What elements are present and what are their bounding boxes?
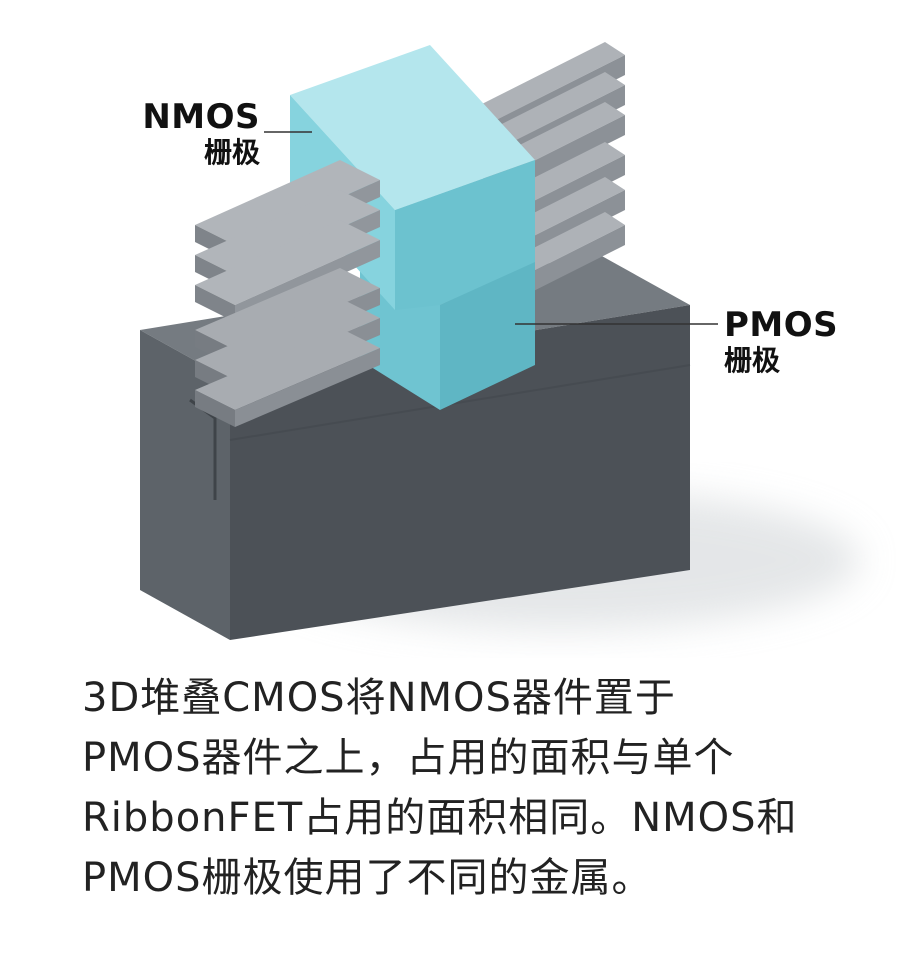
caption: 3D堆叠CMOS将NMOS器件置于 PMOS器件之上，占用的面积与单个 Ribb… xyxy=(82,668,842,908)
front-ribbon-stack-upper xyxy=(195,160,380,322)
caption-line-4: PMOS栅极使用了不同的金属。 xyxy=(82,855,653,901)
nmos-gate-top xyxy=(290,45,535,210)
pmos-label-sub: 栅极 xyxy=(724,344,781,378)
substrate-right xyxy=(230,305,690,640)
substrate-step xyxy=(229,364,691,441)
stacked-cmos-illustration xyxy=(140,42,860,640)
nmos-label-name: NMOS xyxy=(142,97,260,137)
nmos-gate-label: NMOS 栅极 xyxy=(138,97,260,170)
nmos-gate-side xyxy=(395,160,535,310)
pmos-gate-label: PMOS 栅极 xyxy=(724,305,854,378)
pmos-label-name: PMOS xyxy=(724,305,839,345)
caption-line-1: 3D堆叠CMOS将NMOS器件置于 xyxy=(82,675,676,721)
caption-line-3: RibbonFET占用的面积相同。NMOS和 xyxy=(82,795,798,841)
caption-line-2: PMOS器件之上，占用的面积与单个 xyxy=(82,735,735,781)
nmos-label-sub: 栅极 xyxy=(203,136,260,170)
front-ribbon-stack-lower xyxy=(195,268,380,427)
pmos-gate-side xyxy=(440,260,535,410)
